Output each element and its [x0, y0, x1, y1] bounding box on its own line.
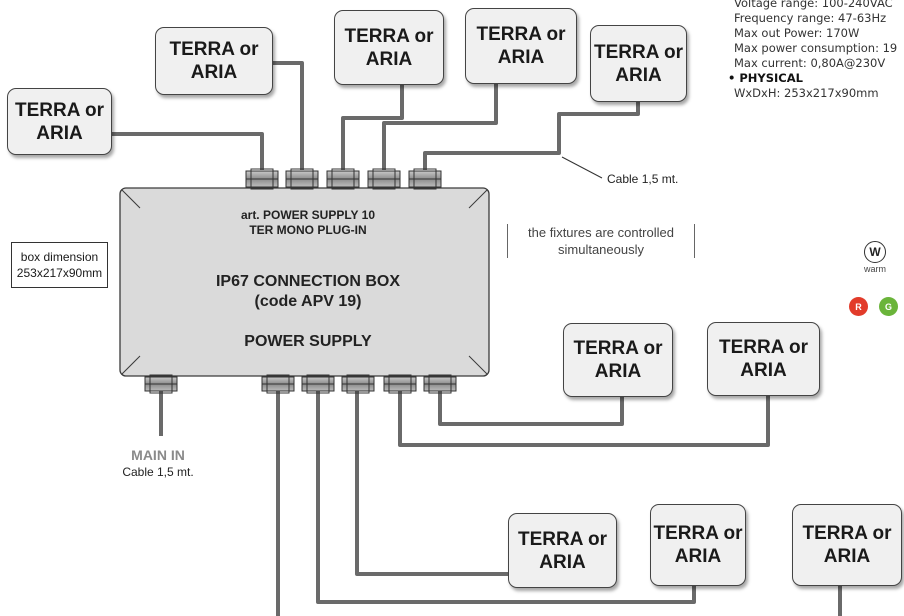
fixture-6: TERRA or ARIA	[563, 323, 673, 397]
gland	[423, 374, 457, 394]
fixture-7: TERRA or ARIA	[707, 322, 820, 396]
specs-block: Voltage range: 100-240VAC Frequency rang…	[734, 0, 904, 101]
glands-top	[245, 168, 442, 190]
cables	[108, 61, 842, 616]
control-note-line2: simultaneously	[558, 242, 644, 257]
gland	[245, 168, 279, 190]
gland	[285, 168, 319, 190]
cable-pointer-line	[561, 156, 603, 179]
fixture-9: TERRA or ARIA	[650, 504, 746, 586]
box-dimension-line2: 253x217x90mm	[16, 266, 103, 280]
fixture-10: TERRA or ARIA	[792, 504, 902, 586]
main-in: MAIN IN Cable 1,5 mt.	[108, 447, 208, 479]
box-title: IP67 CONNECTION BOX (code APV 19)	[170, 272, 446, 312]
spec-line: Frequency range: 47-63Hz	[734, 11, 887, 25]
gland	[261, 374, 295, 394]
fixture-5: TERRA or ARIA	[590, 25, 687, 102]
cable-top-3	[341, 85, 404, 170]
cable-bottom-5	[438, 390, 624, 426]
main-in-cable-label: Cable 1,5 mt.	[122, 465, 194, 479]
gland-main-in	[144, 374, 178, 394]
warm-white-badge: W	[864, 241, 886, 263]
main-in-label: MAIN IN	[131, 447, 185, 463]
gland	[383, 374, 417, 394]
gland	[301, 374, 335, 394]
gland	[408, 168, 442, 190]
glands-bottom	[144, 374, 457, 394]
gland	[341, 374, 375, 394]
spec-line: Max current: 0,80A@230V	[734, 56, 886, 70]
gland	[326, 168, 360, 190]
box-subtitle: POWER SUPPLY	[244, 333, 372, 350]
gland	[367, 168, 401, 190]
box-article-line2: TER MONO PLUG-IN	[249, 223, 367, 237]
green-badge: G	[879, 297, 898, 316]
spec-line: Max out Power: 170W	[734, 26, 860, 40]
red-badge: R	[849, 297, 868, 316]
cable-bottom-3	[355, 390, 508, 576]
box-dimension-line1: box dimension	[20, 250, 99, 264]
warm-label: warm	[864, 264, 886, 274]
fixture-2: TERRA or ARIA	[155, 27, 273, 95]
control-note-line1: the fixtures are controlled	[528, 225, 674, 240]
box-title-line2: (code APV 19)	[254, 293, 362, 310]
box-title-line1: IP67 CONNECTION BOX	[215, 273, 401, 290]
cable-top-2	[273, 61, 304, 170]
cable-top-5	[423, 102, 640, 170]
cable-bottom-4	[398, 390, 770, 447]
spec-heading-physical: PHYSICAL	[728, 71, 904, 86]
fixture-4: TERRA or ARIA	[465, 8, 577, 84]
fixture-8: TERRA or ARIA	[508, 513, 617, 588]
box-dimension-label: box dimension 253x217x90mm	[11, 242, 108, 288]
box-article-line1: art. POWER SUPPLY 10	[240, 208, 376, 222]
fixture-1: TERRA or ARIA	[7, 88, 112, 155]
box-article: art. POWER SUPPLY 10 TER MONO PLUG-IN	[170, 208, 446, 238]
cable-top-1	[108, 122, 264, 170]
control-note: the fixtures are controlled simultaneous…	[507, 224, 695, 258]
cable-top-4	[382, 84, 498, 170]
cable-length-label: Cable 1,5 mt.	[607, 172, 679, 186]
connection-box	[119, 187, 490, 377]
cable-bottom-2	[316, 390, 696, 604]
spec-line: WxDxH: 253x217x90mm	[734, 86, 879, 100]
spec-line: Max power consumption: 19	[734, 41, 898, 55]
fixture-3: TERRA or ARIA	[334, 10, 444, 85]
spec-line: Voltage range: 100-240VAC	[734, 0, 893, 10]
